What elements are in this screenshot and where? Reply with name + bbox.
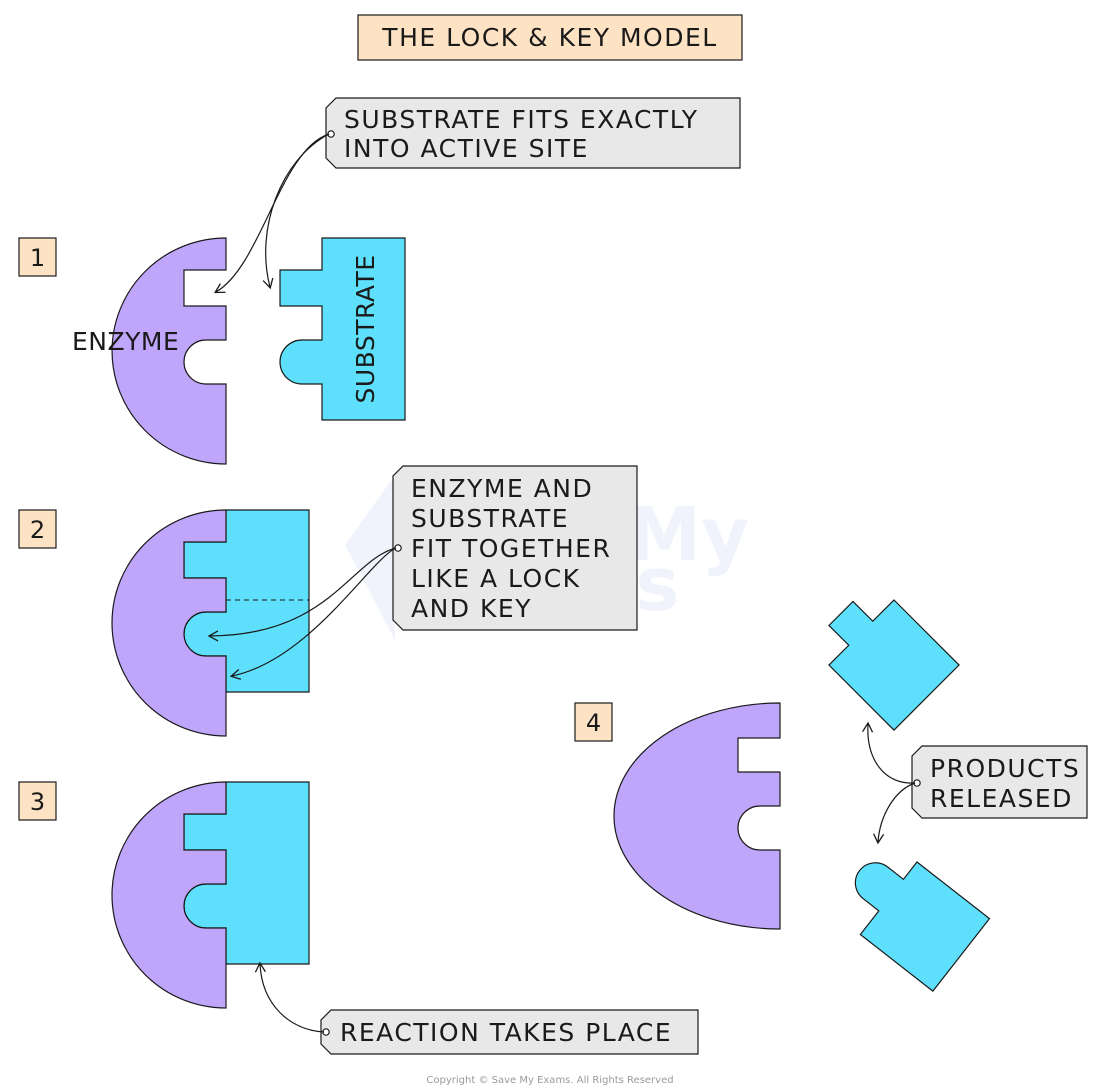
product-a-shape [828, 599, 960, 731]
callout-reaction-box [320, 1009, 699, 1055]
step-4-marker: 4 [574, 702, 613, 742]
enzyme-shape-4 [613, 702, 781, 930]
substrate-label: SUBSTRATE [351, 254, 380, 403]
enzyme-label: ENZYME [72, 327, 179, 356]
product-b-shape [854, 861, 991, 992]
arrow-together-to-substrate [229, 547, 397, 680]
callout-products-line1: PRODUCTS [930, 754, 1080, 783]
step-3-marker: 3 [18, 781, 57, 821]
arrow-fits-to-substrate [262, 133, 330, 290]
substrate-shape-1 [279, 237, 406, 421]
callout-fits-exactly: SUBSTRATE FITS EXACTLY INTO ACTIVE SITE [325, 97, 741, 169]
enzyme-shape-1 [111, 237, 227, 465]
copyright-text: Copyright © Save My Exams. All Rights Re… [426, 1075, 673, 1086]
step-1-marker: 1 [18, 237, 57, 277]
step-2-marker: 2 [18, 509, 57, 549]
callout-fits-line1: SUBSTRATE FITS EXACTLY [344, 105, 699, 134]
callout-fits-line2: INTO ACTIVE SITE [344, 134, 589, 163]
arrow-fits-to-enzyme [213, 133, 330, 294]
step-2-box [18, 509, 57, 549]
callout-together-box [392, 465, 638, 631]
page-title: THE LOCK & KEY MODEL [381, 23, 717, 52]
callout-together-line4: LIKE A LOCK [411, 564, 581, 593]
arrow-products-down [873, 782, 916, 845]
title-box-bg [357, 14, 743, 61]
callout-fit-together: ENZYME AND SUBSTRATE FIT TOGETHER LIKE A… [392, 465, 638, 631]
arrow-reaction [254, 961, 325, 1033]
callout-together-line1: ENZYME AND [411, 474, 593, 503]
step-3-box [18, 781, 57, 821]
arrow-together-to-site [207, 547, 397, 642]
enzyme-shape-3 [111, 781, 227, 1009]
step-2-number: 2 [30, 516, 45, 544]
step-4-number: 4 [586, 709, 601, 737]
callout-products-line2: RELEASED [930, 784, 1073, 813]
callout-products-box [911, 745, 1088, 819]
step-1-number: 1 [30, 244, 45, 272]
callout-reaction: REACTION TAKES PLACE [320, 1009, 699, 1055]
step-1-box [18, 237, 57, 277]
callout-reaction-text: REACTION TAKES PLACE [340, 1018, 672, 1047]
step-4-box [574, 702, 613, 742]
step-3-number: 3 [30, 788, 45, 816]
callout-products: PRODUCTS RELEASED [911, 745, 1088, 819]
arrow-products-up [862, 721, 916, 784]
callout-together-line3: FIT TOGETHER [411, 534, 611, 563]
enzyme-shape-2 [111, 509, 227, 737]
callout-together-line5: AND KEY [411, 594, 532, 623]
callout-together-line2: SUBSTRATE [411, 504, 569, 533]
callout-fits-box [325, 97, 741, 169]
title-box: THE LOCK & KEY MODEL [357, 14, 743, 61]
